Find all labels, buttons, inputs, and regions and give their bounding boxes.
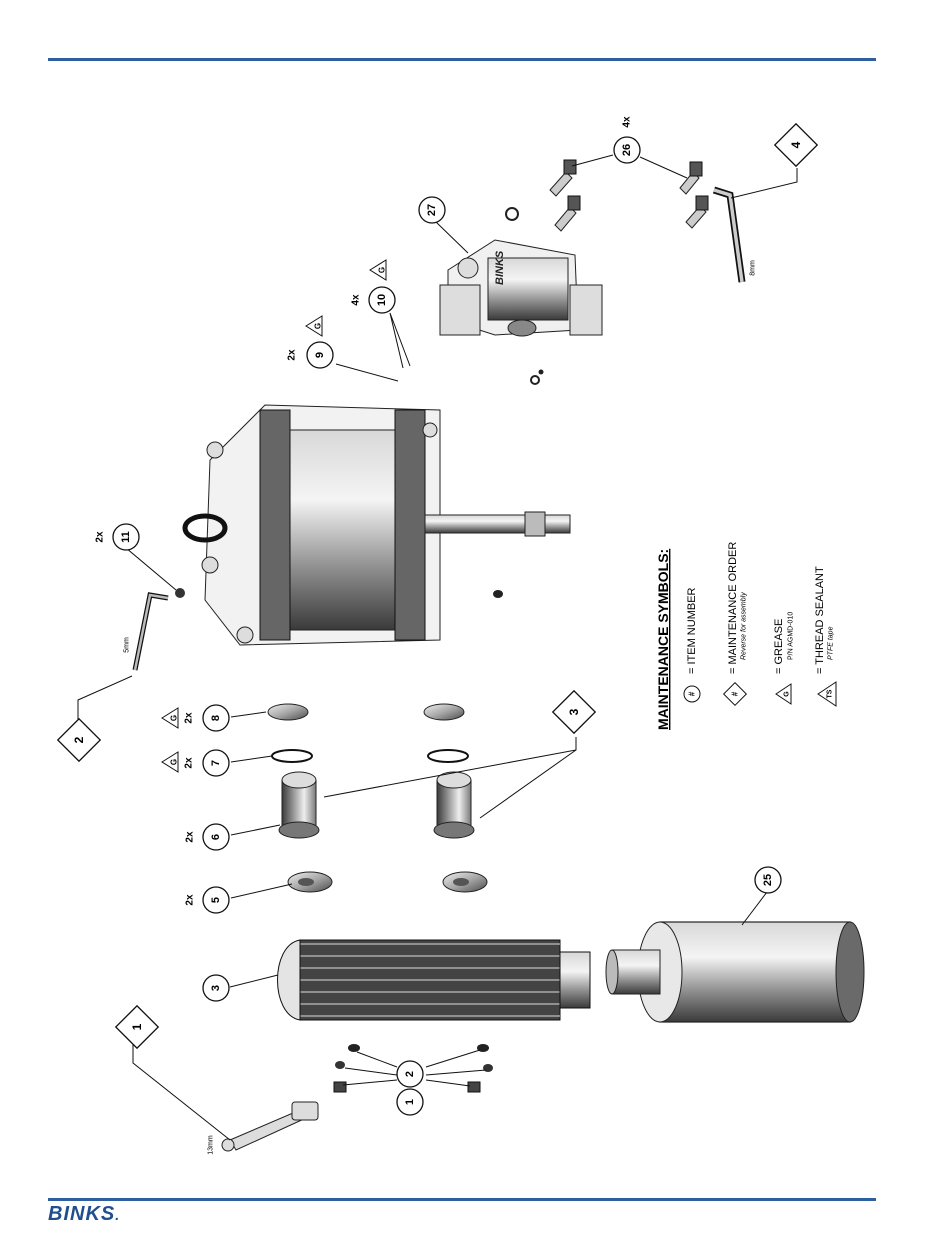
grease-triangle-9: G bbox=[306, 316, 323, 336]
order-diamond-1: 1 bbox=[116, 1006, 158, 1048]
hex-key-8mm bbox=[714, 190, 742, 282]
quantity-11: 2x bbox=[95, 531, 106, 543]
binks-logo: BINKS. bbox=[48, 1203, 120, 1226]
quantity-9: 2x bbox=[287, 349, 298, 361]
grease-triangle-10: G bbox=[370, 260, 387, 280]
legend-item-number-symbol: # bbox=[688, 691, 697, 696]
callout-2-label: 2 bbox=[404, 1071, 416, 1077]
callout-3: 3 bbox=[203, 975, 229, 1001]
grease-triangle-7: G bbox=[162, 752, 179, 772]
grease-7-label: G bbox=[170, 759, 179, 765]
grease-triangle-8: G bbox=[162, 708, 179, 728]
quantity-7: 2x bbox=[184, 757, 195, 769]
maintenance-symbols-legend: MAINTENANCE SYMBOLS: # = ITEM NUMBER # =… bbox=[655, 542, 836, 730]
order-2-label: 2 bbox=[72, 736, 86, 743]
quantity-5: 2x bbox=[185, 894, 196, 906]
o-rings bbox=[272, 750, 468, 762]
legend-sealant-symbol: TS bbox=[827, 689, 834, 698]
hex-key-5mm bbox=[135, 588, 185, 670]
legend-grease-symbol: G bbox=[784, 691, 791, 697]
order-4-label: 4 bbox=[789, 141, 803, 148]
muffler-element bbox=[278, 940, 591, 1020]
valves bbox=[279, 772, 474, 838]
callout-25-label: 25 bbox=[762, 874, 774, 886]
air-valve-block: BINKS bbox=[440, 208, 602, 384]
callout-26: 26 bbox=[614, 137, 640, 163]
callout-10: 10 bbox=[369, 287, 395, 313]
callout-26-label: 26 bbox=[621, 144, 633, 156]
order-diamond-4: 4 bbox=[775, 124, 817, 166]
callout-11-label: 11 bbox=[120, 531, 132, 543]
legend-sealant-note: PTFE tape bbox=[828, 626, 835, 660]
valve-block-brand: BINKS bbox=[494, 250, 506, 285]
callout-6: 6 bbox=[203, 824, 229, 850]
callout-7: 7 bbox=[203, 750, 229, 776]
muffler bbox=[606, 922, 864, 1022]
order-diamond-3: 3 bbox=[553, 691, 595, 733]
grease-8-label: G bbox=[170, 715, 179, 721]
grease-10-label: G bbox=[378, 267, 387, 273]
order-1-label: 1 bbox=[130, 1023, 144, 1030]
callout-1: 1 bbox=[397, 1089, 423, 1115]
order-diamond-2: 2 bbox=[58, 719, 100, 761]
seats bbox=[288, 872, 487, 892]
callout-27: 27 bbox=[419, 197, 445, 223]
callout-6-label: 6 bbox=[210, 834, 222, 840]
tool-size-5mm: 5mm bbox=[124, 637, 131, 653]
wrench-13mm bbox=[222, 1102, 318, 1151]
legend-title: MAINTENANCE SYMBOLS: bbox=[655, 549, 671, 730]
legend-sealant-label: = THREAD SEALANT bbox=[814, 566, 826, 674]
pump-body bbox=[185, 405, 570, 645]
tool-size-8mm: 8mm bbox=[750, 260, 757, 276]
legend-order-label: = MAINTENANCE ORDER bbox=[727, 542, 739, 674]
callout-1-label: 1 bbox=[404, 1099, 416, 1105]
legend-item-number-label: = ITEM NUMBER bbox=[686, 587, 698, 674]
quantity-26: 4x bbox=[622, 116, 633, 128]
binks-logo-text: BINKS bbox=[48, 1203, 115, 1225]
quantity-10: 4x bbox=[351, 294, 362, 306]
screws bbox=[550, 160, 708, 231]
grease-9-label: G bbox=[314, 323, 323, 329]
legend-grease-label: = GREASE bbox=[773, 619, 785, 674]
order-3-label: 3 bbox=[567, 708, 581, 715]
callout-7-label: 7 bbox=[210, 760, 222, 766]
callout-8: 8 bbox=[203, 705, 229, 731]
legend-grease-pn: P/N AGMD-010 bbox=[788, 612, 795, 660]
legend-order-note: Reverse for assembly bbox=[741, 592, 748, 660]
callout-5-label: 5 bbox=[210, 897, 222, 903]
callout-8-label: 8 bbox=[210, 715, 222, 721]
callout-27-label: 27 bbox=[426, 204, 438, 216]
seals bbox=[268, 704, 464, 720]
callout-2: 2 bbox=[397, 1061, 423, 1087]
quantity-6: 2x bbox=[185, 831, 196, 843]
callout-9: 9 bbox=[307, 342, 333, 368]
callout-5: 5 bbox=[203, 887, 229, 913]
callout-11: 11 bbox=[113, 524, 139, 550]
callout-10-label: 10 bbox=[376, 294, 388, 306]
quantity-8: 2x bbox=[184, 712, 195, 724]
callout-3-label: 3 bbox=[210, 985, 222, 991]
tool-size-13mm: 13mm bbox=[208, 1135, 215, 1155]
callout-9-label: 9 bbox=[314, 352, 326, 358]
callout-25: 25 bbox=[755, 867, 781, 893]
legend-order-symbol: # bbox=[731, 691, 740, 696]
